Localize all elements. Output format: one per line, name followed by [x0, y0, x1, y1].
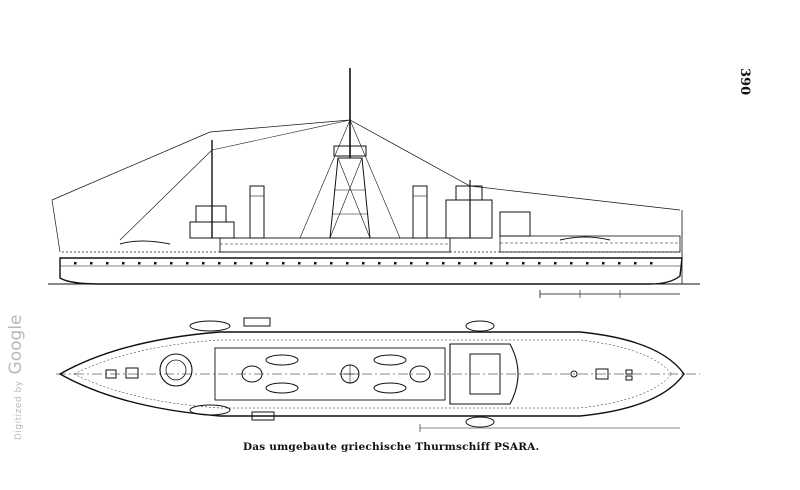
ship-side-elevation [48, 68, 700, 298]
figure-caption: Das umgebaute griechische Thurmschiff PS… [243, 441, 540, 453]
ship-deck-plan [56, 317, 700, 432]
